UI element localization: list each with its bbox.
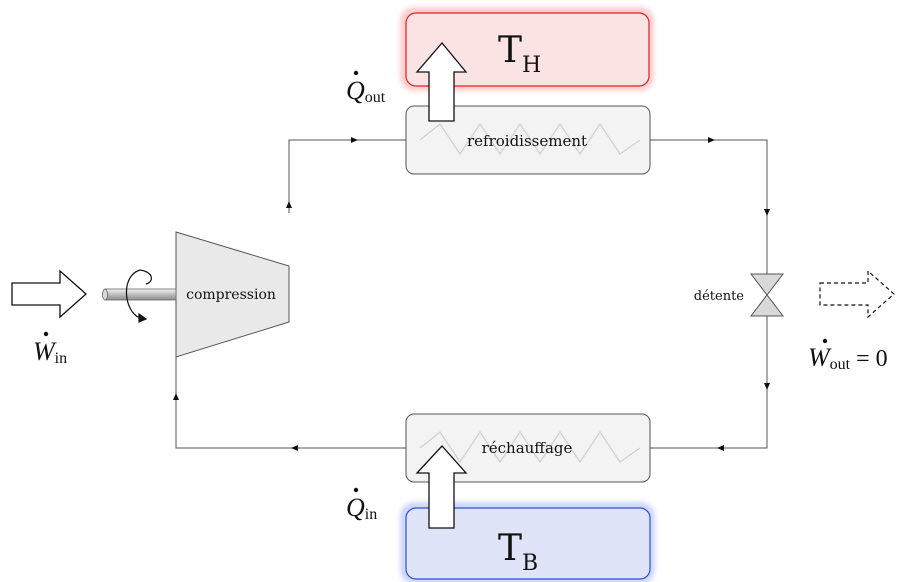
heat-in-arrow — [415, 445, 468, 529]
flow-arrow-down-right-2 — [764, 383, 770, 390]
flow-arrow-up-left — [173, 393, 179, 400]
svg-text:Qout: Qout — [346, 76, 386, 106]
flow-arrow-left-bottom — [717, 445, 724, 451]
compressor-label: compression — [186, 287, 276, 303]
hot-reservoir: TH — [401, 8, 653, 90]
svg-text:Wout = 0: Wout = 0 — [808, 343, 888, 373]
compressor-shaft — [102, 288, 177, 301]
valve-top-triangle — [749, 273, 785, 296]
pipe-valve-to-evaporator — [650, 316, 768, 449]
flow-arrow-left-bottom-2 — [291, 445, 298, 451]
evaporator: réchauffage — [405, 413, 651, 483]
flow-arrow-right-top-2 — [708, 137, 715, 143]
evaporator-box — [405, 413, 651, 483]
work-out-arrow — [819, 269, 895, 319]
condenser-box — [405, 105, 651, 175]
pipe-evaporator-to-compressor — [175, 357, 406, 449]
hot-reservoir-label: TH — [498, 30, 541, 78]
evaporator-coil — [419, 430, 641, 464]
cold-reservoir-box — [405, 507, 651, 580]
w-out-label: Wout = 0 — [808, 338, 888, 373]
condenser-coil — [419, 122, 641, 156]
q-in-label: Qin — [346, 487, 377, 523]
w-in-label: Win — [33, 331, 67, 367]
cold-reservoir-label: TB — [498, 528, 538, 576]
valve-bottom-triangle — [749, 294, 785, 317]
work-in-arrow — [11, 269, 87, 319]
pipe-condenser-to-valve — [650, 139, 768, 274]
expansion-valve: détente — [694, 273, 785, 317]
compressor-body — [175, 231, 290, 358]
condenser-label: refroidissement — [467, 132, 587, 150]
piping-loop — [175, 139, 768, 449]
pipe-compressor-to-condenser — [288, 139, 406, 213]
svg-text:Qin: Qin — [346, 493, 377, 523]
svg-text:Win: Win — [33, 337, 67, 367]
flow-arrowheads — [173, 137, 770, 451]
flow-arrow-down-right — [764, 209, 770, 216]
evaporator-label: réchauffage — [482, 439, 573, 457]
valve-label: détente — [694, 289, 745, 304]
compressor: compression — [175, 231, 290, 358]
q-out-label: Qout — [346, 70, 386, 106]
condenser: refroidissement — [405, 105, 651, 175]
flow-arrow-up-compressor — [286, 201, 292, 208]
flow-arrow-right-top — [351, 137, 358, 143]
hot-reservoir-box — [405, 12, 650, 87]
cold-reservoir: TB — [401, 503, 654, 582]
rotation-icon — [125, 269, 152, 323]
heat-out-arrow — [415, 41, 468, 122]
